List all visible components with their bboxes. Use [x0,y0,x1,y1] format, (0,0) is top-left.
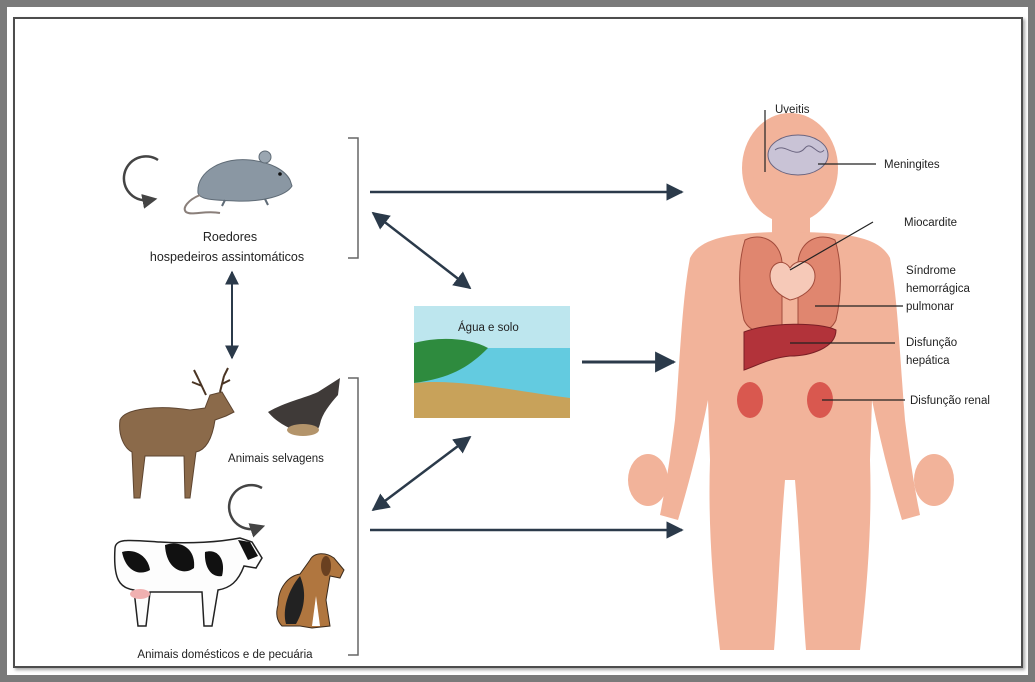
dog-icon [277,554,344,628]
deer-icon [120,368,234,498]
water-soil-box: Água e solo [414,306,570,418]
domestic-animals-label: Animais domésticos e de pecuária [137,649,313,661]
myocarditis-label: Miocardite [904,217,957,229]
bat-icon [268,378,340,436]
hemorrhagic-label-3: pulmonar [906,301,954,313]
cow-icon [115,538,262,626]
brain-icon [768,135,828,175]
renal-label: Disfunção renal [910,395,990,407]
arrow-animals-environment [373,437,470,510]
cycle-arrow-animals [229,485,262,529]
hepatic-label-1: Disfunção [906,337,957,349]
rodents-label: Roedores [203,230,257,244]
hemorrhagic-label-2: hemorrágica [906,283,971,295]
wild-animals-label: Animais selvagens [228,453,324,465]
hemorrhagic-label-1: Síndrome [906,265,956,277]
rodents-bracket [348,138,358,258]
arrow-rodents-environment [373,213,470,288]
environment-label: Água e solo [458,321,519,334]
uveitis-label: Uveitis [775,104,810,116]
animals-bracket [348,378,358,655]
human-body [628,113,954,650]
hepatic-label-2: hepática [906,355,950,367]
cycle-arrow-rodents [124,156,158,200]
meningitis-label: Meningites [884,159,940,171]
rodents-sub-label: hospedeiros assintomáticos [150,250,304,264]
rat-icon [185,151,292,213]
